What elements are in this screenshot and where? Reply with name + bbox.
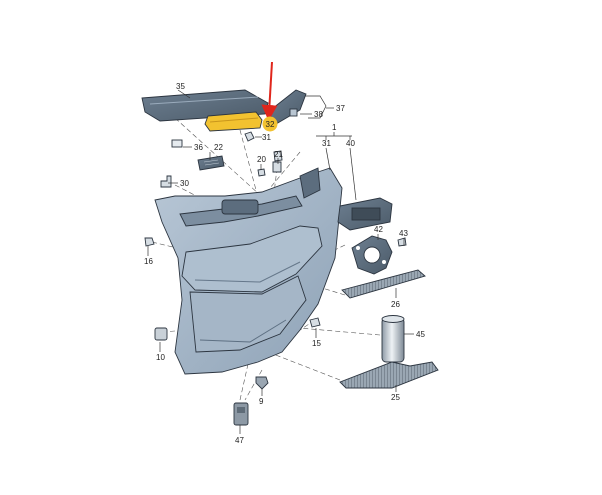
part-47-connector	[233, 402, 249, 426]
callout-36: 36	[194, 143, 203, 152]
clips	[144, 131, 407, 390]
callout-40: 40	[346, 139, 355, 148]
part-25-ribbed-insert	[339, 361, 439, 389]
callout-32: 32	[266, 120, 275, 129]
callout-45: 45	[416, 330, 425, 339]
callout-16: 16	[144, 257, 153, 266]
door-trim-panel	[154, 167, 343, 375]
callout-30: 30	[180, 179, 189, 188]
part-32-highlighted	[204, 111, 263, 132]
leader-lines	[147, 89, 414, 434]
callout-15: 15	[312, 339, 321, 348]
part-45-cylinder	[381, 315, 405, 363]
callout-22: 22	[214, 143, 223, 152]
callout-1: 1	[332, 123, 337, 132]
callout-labels: 35 32 31 36 22 20 21 30 38 37 1 31 40 42…	[144, 82, 425, 445]
callout-42: 42	[374, 225, 383, 234]
callout-31-right: 31	[322, 139, 331, 148]
callout-31-left: 31	[262, 133, 271, 142]
callout-20: 20	[257, 155, 266, 164]
callout-47: 47	[235, 436, 244, 445]
part-22-grille	[197, 155, 225, 171]
callout-43: 43	[399, 229, 408, 238]
callout-32-highlight	[262, 116, 278, 132]
callout-38: 38	[314, 110, 323, 119]
callout-9: 9	[259, 397, 264, 406]
callout-37: 37	[336, 104, 345, 113]
indicator-arrow	[261, 61, 278, 121]
switch-unit	[337, 197, 393, 231]
callout-35: 35	[176, 82, 185, 91]
callout-26: 26	[391, 300, 400, 309]
callout-10: 10	[156, 353, 165, 362]
part-42-bracket	[351, 235, 393, 275]
callout-25: 25	[391, 393, 400, 402]
part-26-ribbed-strip	[341, 269, 426, 299]
callout-21: 21	[274, 150, 283, 159]
